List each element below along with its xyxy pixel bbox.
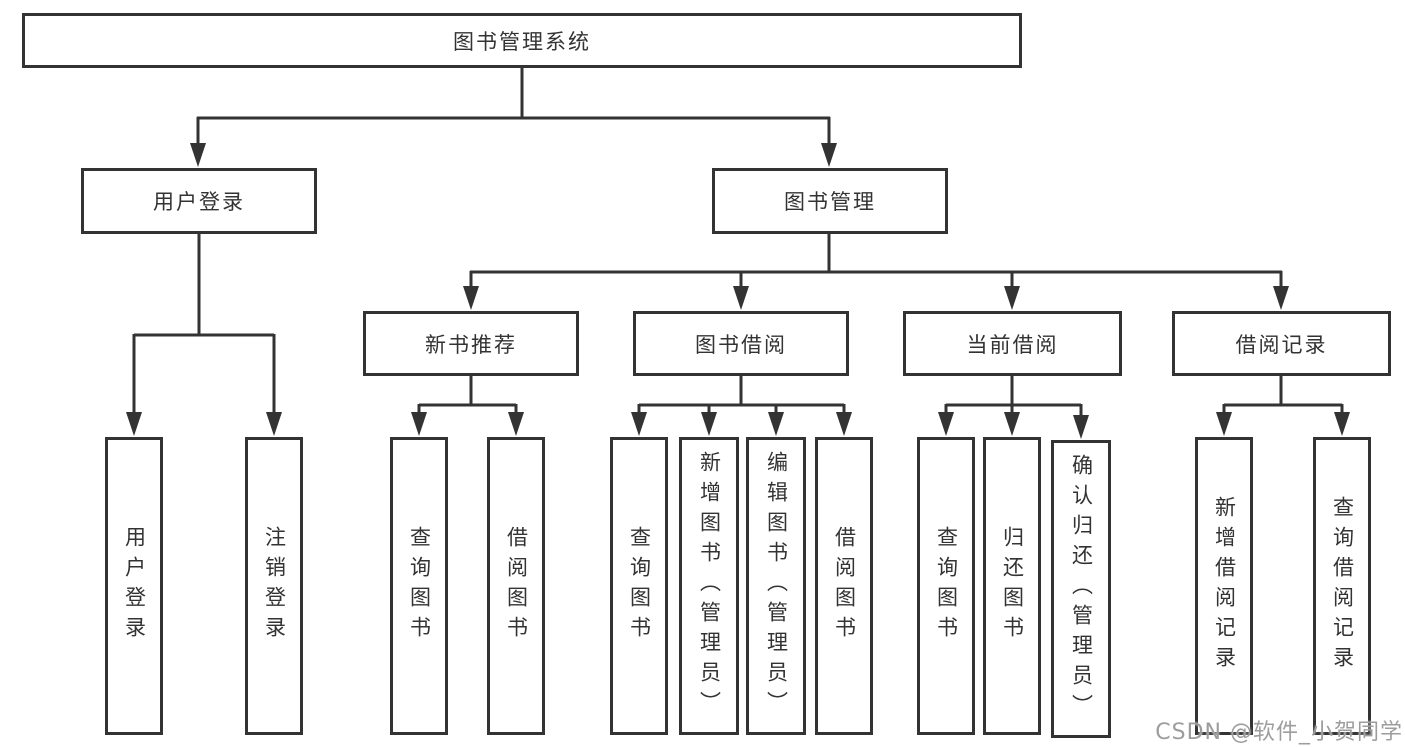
node-label: 新书推荐	[425, 332, 517, 357]
node-label: 用户登录	[153, 190, 245, 214]
arrowhead-icon	[768, 412, 784, 436]
arrowhead-icon	[1004, 412, 1020, 436]
leaf-cb-query-books: 查询图书	[917, 437, 975, 735]
leaf-bb-add-books-admin: 新增图书（管理员）	[679, 437, 739, 735]
arrowhead-icon	[1073, 415, 1089, 439]
node-label: 查询借阅记录	[1330, 496, 1355, 676]
connector-bookborrow-to-leaves	[637, 376, 846, 418]
arrowhead-icon	[701, 412, 717, 436]
leaf-bb-borrow-books: 借阅图书	[815, 437, 873, 735]
arrowhead-icon	[126, 412, 142, 436]
connector-bookmgmt-to-level3	[469, 234, 1283, 292]
arrowhead-icon	[411, 412, 427, 436]
node-label: 编辑图书（管理员）	[764, 451, 789, 721]
node-label: 归还图书	[1000, 526, 1025, 646]
node-book-management: 图书管理	[712, 168, 948, 234]
node-current-borrowing: 当前借阅	[903, 311, 1122, 376]
node-label: 用户登录	[122, 526, 147, 646]
node-label: 图书管理	[784, 190, 876, 214]
arrowhead-icon	[631, 412, 647, 436]
arrowhead-icon	[733, 286, 749, 310]
leaf-bb-query-books: 查询图书	[610, 437, 668, 735]
arrowhead-icon	[1273, 286, 1289, 310]
arrowhead-icon	[821, 143, 837, 167]
leaf-br-query-record: 查询借阅记录	[1313, 437, 1371, 735]
node-label: 图书借阅	[695, 332, 787, 357]
arrowhead-icon	[1004, 286, 1020, 310]
node-label: 新增图书（管理员）	[697, 451, 722, 721]
node-label: 借阅图书	[504, 526, 529, 646]
leaf-cb-return-books: 归还图书	[983, 437, 1041, 735]
node-new-book-recommendation: 新书推荐	[363, 311, 579, 376]
node-label: 当前借阅	[966, 332, 1059, 357]
node-label: 查询图书	[407, 526, 432, 646]
connector-newbook-to-leaves	[417, 376, 518, 418]
leaf-nbr-borrow-books: 借阅图书	[487, 437, 545, 735]
node-label: 查询图书	[934, 526, 959, 646]
node-label: 确认归还（管理员）	[1069, 454, 1094, 724]
node-label: 借阅图书	[832, 526, 857, 646]
arrowhead-icon	[463, 286, 479, 310]
node-label: 注销登录	[262, 526, 287, 646]
node-root-library-management-system: 图书管理系统	[22, 13, 1022, 68]
leaf-cb-confirm-return-admin: 确认归还（管理员）	[1051, 440, 1111, 738]
node-book-borrowing: 图书借阅	[633, 311, 849, 376]
leaf-logout: 注销登录	[245, 437, 303, 735]
node-label: 借阅记录	[1235, 332, 1328, 357]
leaf-br-add-record: 新增借阅记录	[1195, 437, 1253, 735]
arrowhead-icon	[938, 412, 954, 436]
arrowhead-icon	[1216, 412, 1232, 436]
leaf-bb-edit-books-admin: 编辑图书（管理员）	[746, 437, 806, 735]
node-label: 查询图书	[627, 526, 652, 646]
connector-records-to-leaves	[1222, 376, 1344, 418]
leaf-user-login: 用户登录	[105, 437, 163, 735]
connector-currentborrow-to-leaves	[944, 376, 1083, 421]
node-label: 图书管理系统	[453, 29, 591, 54]
arrowhead-icon	[836, 412, 852, 436]
arrowhead-icon	[190, 143, 206, 167]
arrowhead-icon	[1334, 412, 1350, 436]
node-label: 新增借阅记录	[1212, 496, 1237, 676]
node-user-login: 用户登录	[81, 168, 317, 234]
arrowhead-icon	[508, 412, 524, 436]
node-borrowing-records: 借阅记录	[1172, 311, 1391, 376]
connector-root-to-level2	[196, 68, 831, 150]
watermark: CSDN @软件_小贺同学	[1155, 720, 1403, 745]
arrowhead-icon	[266, 412, 282, 436]
leaf-nbr-query-books: 查询图书	[390, 437, 448, 735]
connector-userlogin-to-leaves	[132, 234, 276, 418]
